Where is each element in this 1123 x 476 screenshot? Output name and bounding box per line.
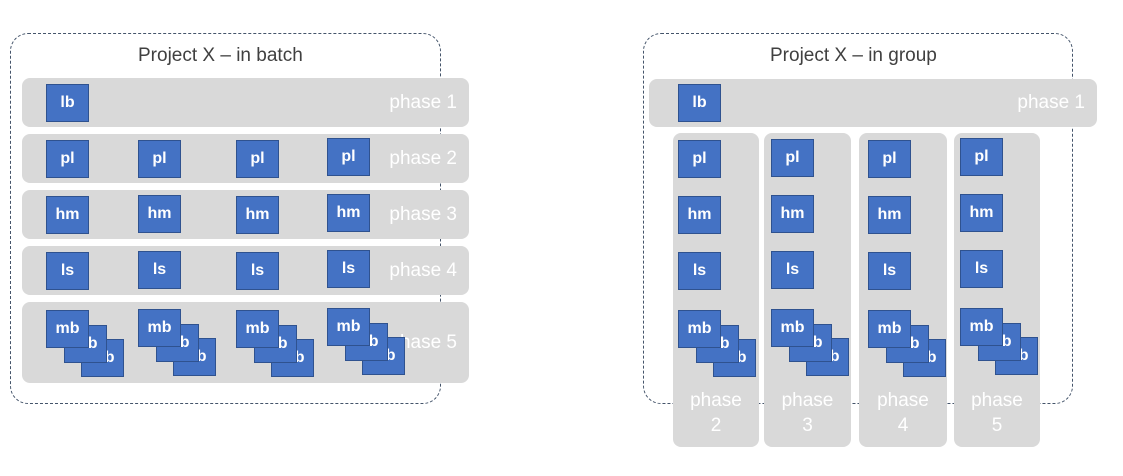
ls-box: ls [678,252,721,290]
mb-box-front: mb [960,308,1003,346]
ls-box: ls [46,252,89,290]
hm-box: hm [771,195,814,233]
pl-box: pl [138,140,181,178]
mb-box-front: mb [678,310,721,348]
ls-box: ls [868,252,911,290]
hm-box: hm [678,196,721,234]
hm-box: hm [46,196,89,234]
group-phase-1: phase 1 [649,79,1097,127]
hm-box: hm [138,195,181,233]
group-phase-3-label: phase 3 [781,390,834,436]
hm-box: hm [236,196,279,234]
group-phase-5-label: phase 5 [971,390,1023,436]
group-phase-2-label: phase 2 [690,390,742,436]
ls-box: ls [960,250,1003,288]
mb-box-front: mb [138,309,181,347]
pl-box: pl [771,139,814,177]
batch-title: Project X – in batch [138,45,303,66]
ls-box: ls [327,250,370,288]
batch-phase-3-label: phase 3 [389,204,457,225]
pl-box: pl [868,140,911,178]
pl-box: pl [327,138,370,176]
group-frame [643,33,1073,404]
pl-box: pl [678,140,721,178]
batch-phase-1: phase 1 [22,78,469,127]
mb-box-front: mb [771,309,814,347]
ls-box: ls [771,251,814,289]
mb-box-front: mb [46,310,89,348]
pl-box: pl [960,138,1003,176]
group-phase-4-label: phase 4 [877,390,929,436]
batch-phase-4-label: phase 4 [389,260,457,281]
group-phase-5-column: phase 5 [954,133,1040,447]
lb-box: lb [678,84,721,122]
batch-phase-1-label: phase 1 [389,92,457,113]
mb-box-front: mb [327,308,370,346]
group-phase-2-column: phase 2 [673,133,759,447]
pl-box: pl [236,140,279,178]
group-phase-1-label: phase 1 [1017,92,1085,113]
hm-box: hm [868,196,911,234]
batch-phase-2-label: phase 2 [389,148,457,169]
pl-box: pl [46,140,89,178]
batch-phase-5-label: phase 5 [389,332,457,353]
group-phase-3-column: phase 3 [764,133,851,447]
group-title: Project X – in group [770,45,937,66]
lb-box: lb [46,84,89,122]
hm-box: hm [960,194,1003,232]
mb-box-front: mb [868,310,911,348]
mb-box-front: mb [236,310,279,348]
ls-box: ls [236,252,279,290]
hm-box: hm [327,194,370,232]
ls-box: ls [138,251,181,289]
group-phase-4-column: phase 4 [859,133,947,447]
